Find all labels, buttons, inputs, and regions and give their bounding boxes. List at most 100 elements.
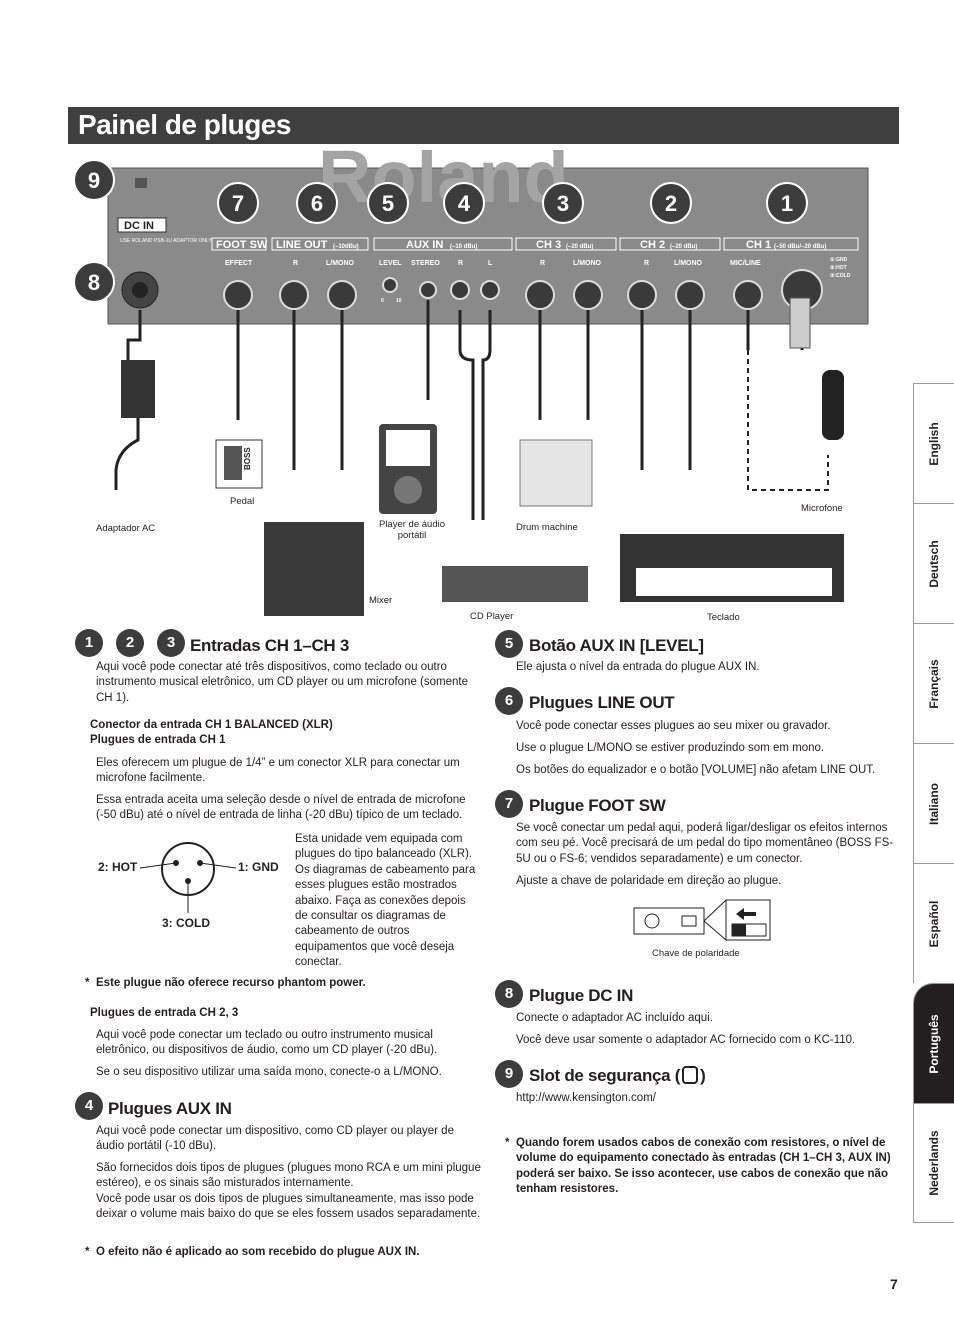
num-8: 8 bbox=[495, 980, 523, 1008]
dc-in-p2: Você deve usar somente o adaptador AC fo… bbox=[516, 1034, 856, 1046]
line-out-p1: Você pode conectar esses plugues ao seu … bbox=[516, 720, 831, 732]
svg-text:L/MONO: L/MONO bbox=[573, 260, 602, 267]
section-title-aux-in: Plugues AUX IN bbox=[108, 1099, 232, 1118]
connection-diagram: Roland DC IN USE ROLAND PSB-1U ADAPTOR O… bbox=[73, 150, 869, 616]
caption-drum-machine: Drum machine bbox=[516, 522, 578, 533]
ch2-label: CH 2 bbox=[640, 239, 665, 251]
ch3-label: CH 3 bbox=[536, 239, 561, 251]
line-out-level: (–10dBu) bbox=[333, 244, 359, 250]
aux-p3: Você pode usar os dois tipos de plugues … bbox=[96, 1193, 481, 1221]
section-title-entradas: Entradas CH 1–CH 3 bbox=[190, 636, 349, 655]
foot-sw-p1: Se você conectar um pedal aqui, poderá l… bbox=[516, 822, 894, 865]
sub-ch1-plugues: Plugues de entrada CH 1 bbox=[90, 734, 226, 746]
ch23-p1: Aqui você pode conectar um teclado ou ou… bbox=[96, 1029, 438, 1057]
tab-italiano[interactable]: Italiano bbox=[913, 743, 954, 863]
svg-text:LEVEL: LEVEL bbox=[379, 260, 402, 267]
aux-in-level: (–10 dBu) bbox=[450, 244, 477, 250]
section-title-security: Slot de segurança () bbox=[529, 1066, 706, 1086]
dc-in-label: DC IN bbox=[124, 220, 154, 232]
caption-mixer: Mixer bbox=[369, 595, 393, 606]
aux-p2: São fornecidos dois tipos de plugues (pl… bbox=[96, 1162, 481, 1190]
microphone-icon bbox=[822, 370, 844, 440]
section-title-aux-level: Botão AUX IN [LEVEL] bbox=[529, 636, 704, 655]
tab-deutsch[interactable]: Deutsch bbox=[913, 503, 954, 623]
tab-espanol[interactable]: Español bbox=[913, 863, 954, 983]
svg-text:②:HOT: ②:HOT bbox=[830, 265, 847, 271]
xlr-diagram: 2: HOT 1: GND 3: COLD bbox=[98, 842, 279, 930]
brand-logo: Roland bbox=[318, 150, 569, 218]
callout-8: 8 bbox=[88, 270, 100, 295]
tab-portugues[interactable]: Português bbox=[913, 983, 954, 1103]
svg-text:1: GND: 1: GND bbox=[238, 860, 279, 874]
num-1: 1 bbox=[75, 629, 103, 657]
security-title-text: Slot de segurança ( bbox=[529, 1066, 681, 1085]
num-5: 5 bbox=[495, 630, 523, 658]
callout-2: 2 bbox=[665, 191, 677, 216]
caption-teclado: Teclado bbox=[707, 612, 740, 623]
callout-9: 9 bbox=[88, 168, 100, 193]
ch1-label: CH 1 bbox=[746, 239, 771, 251]
sub-ch1-xlr: Conector da entrada CH 1 BALANCED (XLR) bbox=[90, 719, 333, 731]
dc-in-note: USE ROLAND PSB-1U ADAPTOR ONLY bbox=[120, 238, 212, 244]
line-out-p3: Os botões do equalizador e o botão [VOLU… bbox=[516, 764, 876, 776]
asterisk-1: * bbox=[85, 977, 90, 989]
aux-in-label: AUX IN bbox=[406, 239, 443, 251]
lock-icon bbox=[682, 1066, 699, 1084]
cd-player-icon bbox=[442, 566, 588, 602]
svg-text:MIC/LINE: MIC/LINE bbox=[730, 260, 761, 267]
security-title-end: ) bbox=[700, 1066, 706, 1085]
dc-in-p1: Conecte o adaptador AC incluído aqui. bbox=[516, 1012, 713, 1024]
tab-francais[interactable]: Français bbox=[913, 623, 954, 743]
resistor-note: Quando forem usados cabos de conexão com… bbox=[516, 1137, 891, 1196]
polarity-switch-diagram bbox=[633, 899, 771, 941]
callout-6: 6 bbox=[311, 191, 323, 216]
tab-nederlands[interactable]: Nederlands bbox=[913, 1103, 954, 1223]
ch2-level: (–20 dBu) bbox=[670, 244, 697, 250]
caption-microfone: Microfone bbox=[801, 503, 843, 514]
svg-text:①:GND: ①:GND bbox=[830, 257, 848, 263]
caption-cd-player: CD Player bbox=[470, 611, 514, 622]
aux-p1: Aqui você pode conectar um dispositivo, … bbox=[96, 1125, 454, 1153]
svg-text:0: 0 bbox=[381, 298, 384, 304]
page-number: 7 bbox=[890, 1276, 898, 1292]
caption-player: Player de áudio portátil bbox=[378, 519, 446, 541]
foot-sw-p2: Ajuste a chave de polaridade em direção … bbox=[516, 875, 782, 887]
kensington-url: http://www.kensington.com/ bbox=[516, 1092, 656, 1104]
drum-machine-icon bbox=[519, 439, 593, 507]
svg-text:EFFECT: EFFECT bbox=[225, 260, 253, 267]
section-title-line-out: Plugues LINE OUT bbox=[529, 693, 675, 712]
title-bar: Painel de pluges bbox=[68, 107, 899, 144]
num-9: 9 bbox=[495, 1060, 523, 1088]
svg-text:STEREO: STEREO bbox=[411, 260, 440, 267]
tab-english[interactable]: English bbox=[913, 383, 954, 503]
callout-5: 5 bbox=[382, 191, 394, 216]
dc-in-label-box bbox=[117, 217, 167, 233]
svg-text:L/MONO: L/MONO bbox=[674, 260, 703, 267]
mixer-icon bbox=[264, 522, 364, 616]
num-4: 4 bbox=[75, 1092, 103, 1120]
svg-text:③:COLD: ③:COLD bbox=[830, 273, 851, 279]
svg-text:BOSS: BOSS bbox=[243, 447, 252, 470]
ch1-p2: Eles oferecem um plugue de 1/4” e um con… bbox=[96, 757, 460, 785]
xlr-note: Esta unidade vem equipada com plugues do… bbox=[295, 833, 476, 969]
svg-text:R: R bbox=[458, 260, 463, 267]
page-title: Painel de pluges bbox=[78, 109, 291, 140]
aux-note: O efeito não é aplicado ao som recebido … bbox=[96, 1246, 420, 1258]
svg-text:L: L bbox=[488, 260, 493, 267]
ch23-p2: Se o seu dispositivo utilizar uma saída … bbox=[96, 1066, 442, 1078]
caption-pedal: Pedal bbox=[230, 496, 255, 507]
ch1-level: (–50 dBu/–20 dBu) bbox=[774, 244, 826, 250]
ch3-level: (–20 dBu) bbox=[566, 244, 593, 250]
section-title-dc-in: Plugue DC IN bbox=[529, 986, 634, 1005]
sub-ch23: Plugues de entrada CH 2, 3 bbox=[90, 1007, 239, 1019]
asterisk-2: * bbox=[85, 1246, 90, 1258]
caption-polarity: Chave de polaridade bbox=[652, 948, 740, 959]
num-7: 7 bbox=[495, 790, 523, 818]
callout-3: 3 bbox=[557, 191, 569, 216]
line-out-label: LINE OUT bbox=[276, 239, 328, 251]
phantom-note: Este plugue não oferece recurso phantom … bbox=[96, 977, 366, 989]
security-slot bbox=[135, 178, 147, 188]
svg-text:R: R bbox=[293, 260, 298, 267]
caption-adaptador: Adaptador AC bbox=[96, 523, 156, 534]
svg-text:L/MONO: L/MONO bbox=[326, 260, 355, 267]
